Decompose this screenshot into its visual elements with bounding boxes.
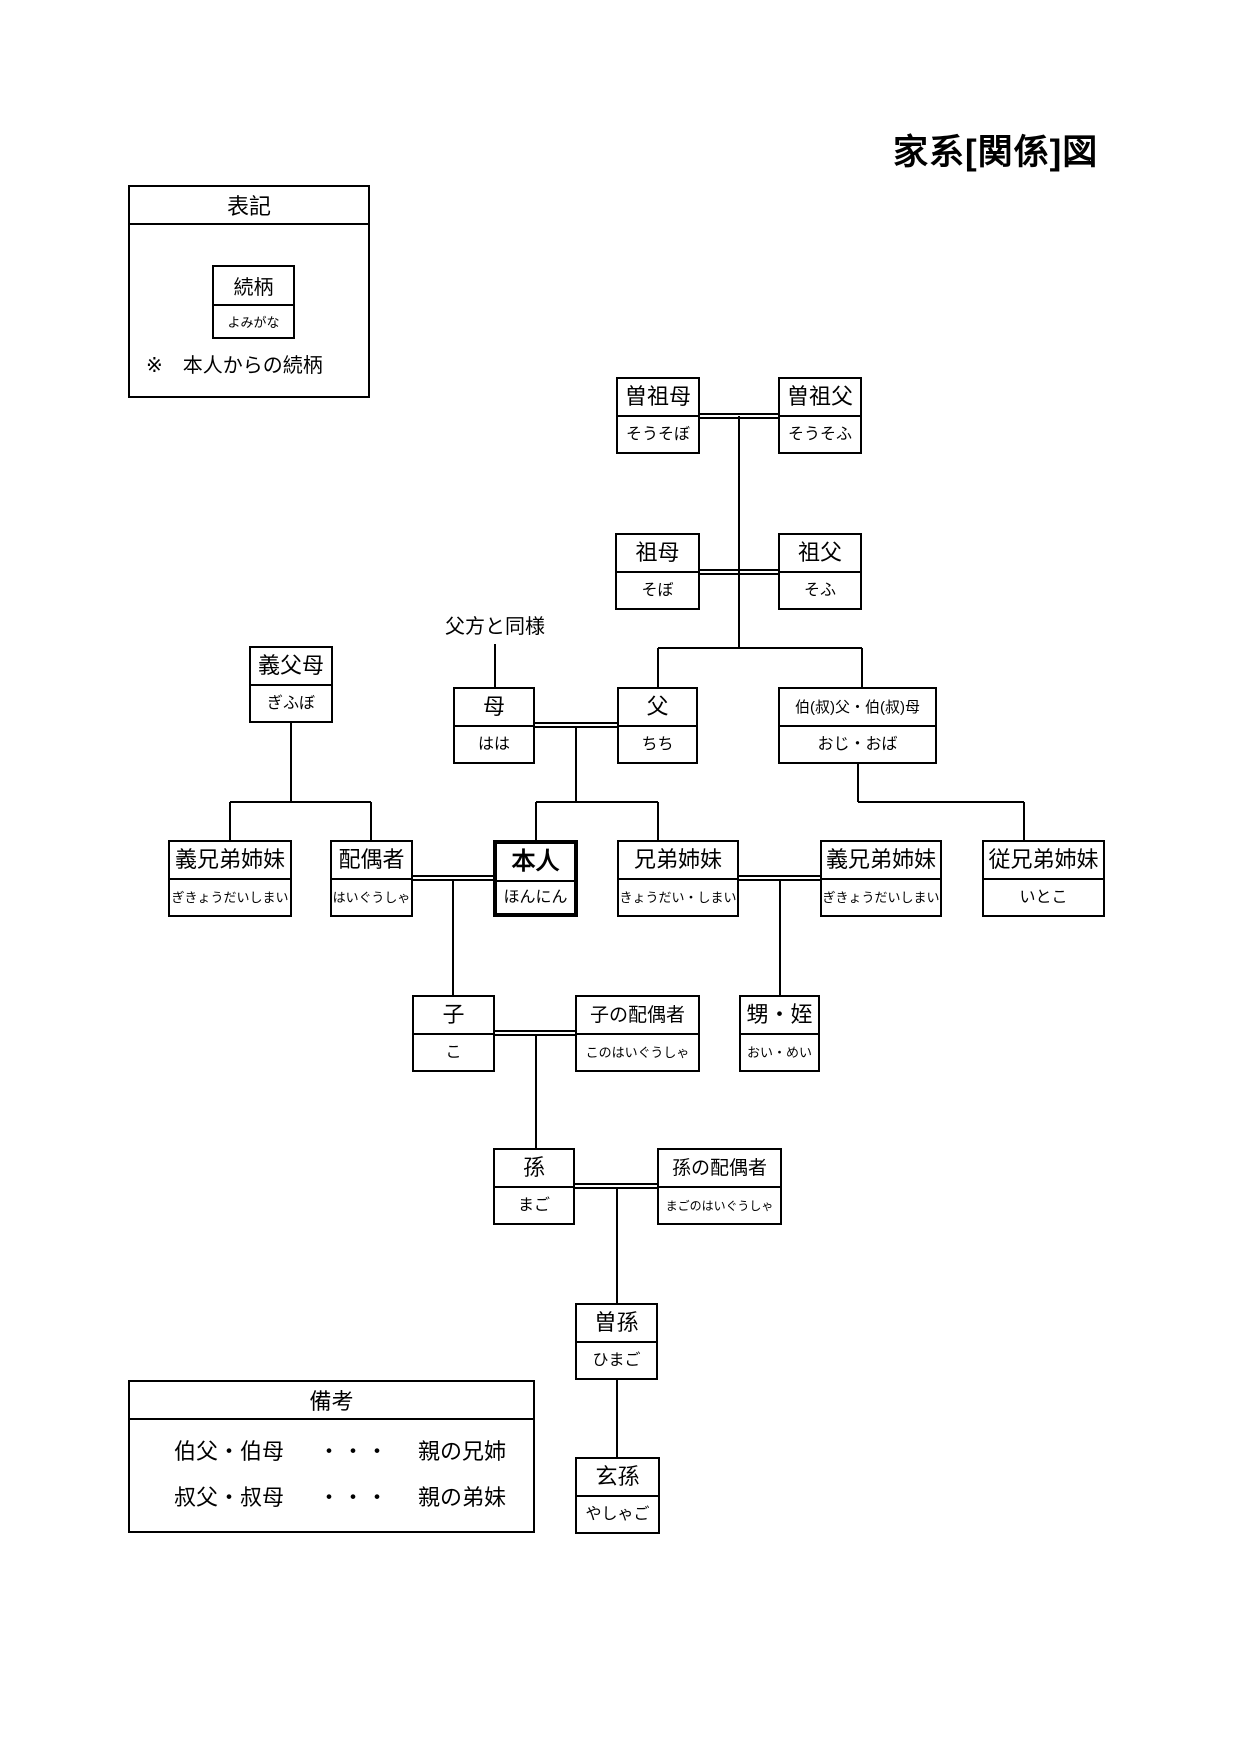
notes-row: 叔父・叔母 ・・・ 親の弟妹: [130, 1480, 533, 1512]
legend-sample-reading: よみがな: [227, 315, 280, 330]
node-reading: まご: [517, 1196, 550, 1214]
node-title: 曽祖母: [618, 379, 698, 417]
node-title: 曽祖父: [780, 379, 860, 417]
notes-desc: 親の弟妹: [418, 1485, 507, 1510]
node-reading: きょうだい・しまい: [619, 890, 737, 905]
node-reading: ほんにん: [503, 888, 568, 906]
node-child: 子 こ: [412, 995, 495, 1072]
node-reading: そぼ: [641, 581, 674, 599]
node-title: 孫の配偶者: [659, 1150, 780, 1188]
node-reading: ひまご: [592, 1351, 641, 1369]
node-great-great-grandchild: 玄孫 やしゃご: [575, 1457, 660, 1534]
legend-sample-title: 続柄: [214, 267, 293, 306]
node-title: 曽孫: [577, 1305, 656, 1343]
notes-row: 伯父・伯母 ・・・ 親の兄姉: [130, 1434, 533, 1466]
notes-separator: ・・・: [318, 1485, 391, 1510]
node-reading: おい・めい: [746, 1045, 812, 1060]
node-father: 父 ちち: [617, 687, 698, 764]
node-great-grandfather: 曽祖父 そうそふ: [778, 377, 862, 454]
node-title: 子の配偶者: [577, 997, 698, 1035]
node-grandchild: 孫 まご: [493, 1148, 575, 1225]
node-cousins: 従兄弟姉妹 いとこ: [982, 840, 1105, 917]
node-grandmother: 祖母 そぼ: [615, 533, 700, 610]
node-title: 祖父: [780, 535, 860, 573]
node-reading: おじ・おば: [817, 735, 898, 753]
legend-box: 表記 続柄 よみがな ※ 本人からの続柄: [128, 185, 370, 398]
node-uncle-aunt: 伯(叔)父・伯(叔)母 おじ・おば: [778, 687, 937, 764]
node-reading: そうそぼ: [625, 425, 690, 443]
notes-box: 備考 伯父・伯母 ・・・ 親の兄姉 叔父・叔母 ・・・ 親の弟妹: [128, 1380, 535, 1533]
node-reading: このはいぐうしゃ: [585, 1045, 690, 1060]
node-grandfather: 祖父 そふ: [778, 533, 862, 610]
node-title: 甥・姪: [741, 997, 818, 1035]
node-reading: はは: [477, 735, 510, 753]
notes-term: 叔父・叔母: [174, 1485, 285, 1510]
page-title: 家系[関係]図: [893, 133, 1099, 172]
node-title: 本人: [497, 844, 574, 882]
node-reading: まごのはいぐうしゃ: [665, 1198, 774, 1213]
node-reading: はいぐうしゃ: [332, 890, 411, 905]
node-reading: ぎふぼ: [266, 694, 315, 712]
node-title: 義兄弟姉妹: [822, 842, 940, 880]
node-title: 義父母: [251, 648, 331, 686]
node-reading: こ: [445, 1043, 462, 1061]
node-great-grandmother: 曽祖母 そうそぼ: [616, 377, 700, 454]
node-childs-spouse: 子の配偶者 このはいぐうしゃ: [575, 995, 700, 1072]
node-title: 義兄弟姉妹: [170, 842, 290, 880]
node-reading: そふ: [803, 581, 836, 599]
node-title: 父: [619, 689, 696, 727]
node-mother: 母 はは: [453, 687, 535, 764]
node-title: 祖母: [617, 535, 698, 573]
node-spouse: 配偶者 はいぐうしゃ: [330, 840, 413, 917]
node-grandchilds-spouse: 孫の配偶者 まごのはいぐうしゃ: [657, 1148, 782, 1225]
node-reading: ぎきょうだいしまい: [822, 890, 940, 905]
legend-header: 表記: [130, 187, 368, 225]
node-title: 孫: [495, 1150, 573, 1188]
legend-note: ※ 本人からの続柄: [146, 355, 323, 377]
node-reading: いとこ: [1019, 888, 1068, 906]
node-nephew-niece: 甥・姪 おい・めい: [739, 995, 820, 1072]
notes-term: 伯父・伯母: [174, 1439, 285, 1464]
node-reading: ちち: [641, 735, 674, 753]
node-title: 母: [455, 689, 533, 727]
legend-sample-node: 続柄 よみがな: [212, 265, 295, 339]
node-title: 子: [414, 997, 493, 1035]
node-reading: そうそふ: [787, 425, 852, 443]
node-siblings: 兄弟姉妹 きょうだい・しまい: [617, 840, 739, 917]
paternal-side-annotation: 父方と同様: [445, 616, 545, 638]
node-title: 従兄弟姉妹: [984, 842, 1103, 880]
node-siblings-in-law-spouse-side: 義兄弟姉妹 ぎきょうだいしまい: [168, 840, 292, 917]
node-reading: ぎきょうだいしまい: [171, 890, 289, 905]
node-title: 兄弟姉妹: [619, 842, 737, 880]
notes-desc: 親の兄姉: [418, 1439, 507, 1464]
node-parents-in-law: 義父母 ぎふぼ: [249, 646, 333, 723]
node-siblings-in-law: 義兄弟姉妹 ぎきょうだいしまい: [820, 840, 942, 917]
node-reading: やしゃご: [585, 1505, 650, 1523]
node-title: 配偶者: [332, 842, 411, 880]
node-self: 本人 ほんにん: [493, 840, 578, 917]
notes-header: 備考: [130, 1382, 533, 1420]
node-title: 玄孫: [577, 1459, 658, 1497]
node-title: 伯(叔)父・伯(叔)母: [780, 689, 935, 727]
notes-separator: ・・・: [318, 1439, 391, 1464]
node-great-grandchild: 曽孫 ひまご: [575, 1303, 658, 1380]
